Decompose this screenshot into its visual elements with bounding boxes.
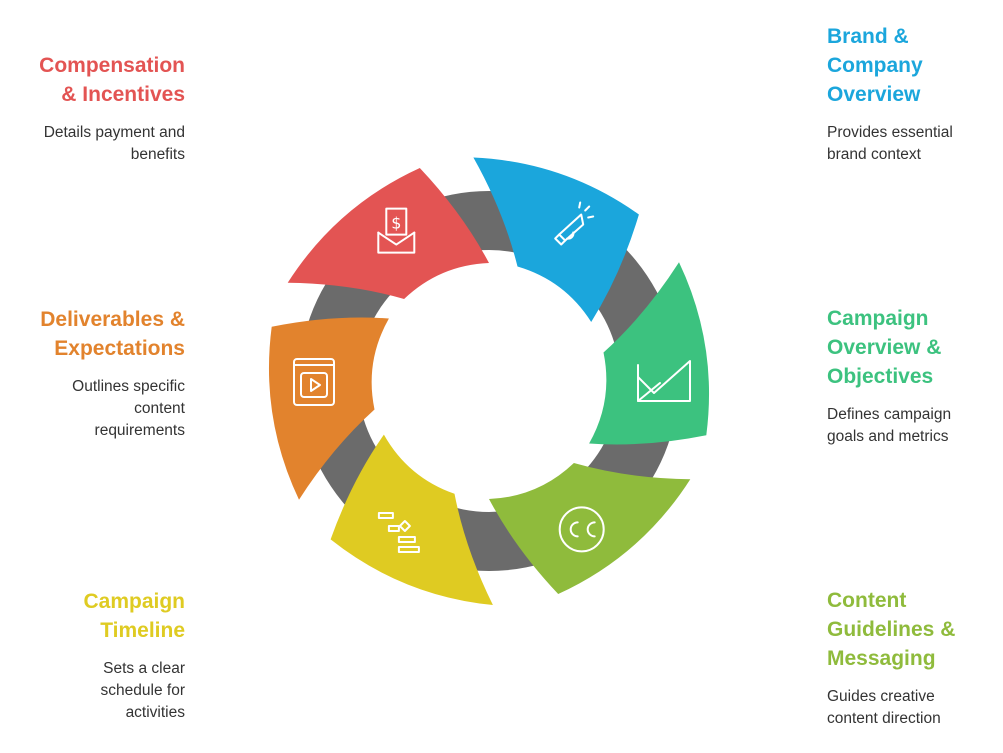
- brand-description: Provides essential brand context: [827, 124, 953, 163]
- label-campaign-overview: Campaign Overview & Objectives Defines c…: [827, 304, 1003, 448]
- label-timeline: Campaign Timeline Sets a clear schedule …: [0, 587, 185, 724]
- timeline-description: Sets a clear schedule for activities: [100, 660, 185, 721]
- gantt-chart-icon: [377, 512, 420, 553]
- segment-timeline: [330, 434, 493, 605]
- flag-icon: [637, 360, 691, 402]
- timeline-title: Campaign Timeline: [83, 590, 185, 642]
- content-guidelines-description: Guides creative content direction: [827, 688, 941, 727]
- label-brand: Brand & Company Overview Provides essent…: [827, 22, 1003, 166]
- label-compensation: Compensation & Incentives Details paymen…: [0, 51, 185, 166]
- brand-title: Brand & Company Overview: [827, 25, 923, 106]
- compensation-title: Compensation & Incentives: [39, 54, 185, 106]
- segment-campaign-overview: [589, 262, 710, 445]
- dollar-envelope-icon: $: [377, 207, 416, 254]
- campaign-overview-title: Campaign Overview & Objectives: [827, 307, 942, 388]
- segment-deliverables: [268, 317, 389, 500]
- compensation-description: Details payment and benefits: [43, 124, 185, 163]
- svg-text:$: $: [391, 214, 401, 233]
- video-book-icon: [293, 358, 335, 406]
- label-deliverables: Deliverables & Expectations Outlines spe…: [0, 305, 185, 442]
- content-guidelines-title: Content Guidelines & Messaging: [827, 589, 956, 670]
- deliverables-description: Outlines specific content requirements: [72, 378, 185, 439]
- closed-captions-icon: [558, 506, 605, 553]
- deliverables-title: Deliverables & Expectations: [40, 308, 185, 360]
- segment-compensation: [287, 168, 489, 299]
- label-content-guidelines: Content Guidelines & Messaging Guides cr…: [827, 586, 1003, 730]
- segment-content-guidelines: [489, 463, 691, 594]
- megaphone-icon: [554, 201, 595, 246]
- campaign-overview-description: Defines campaign goals and metrics: [827, 406, 952, 445]
